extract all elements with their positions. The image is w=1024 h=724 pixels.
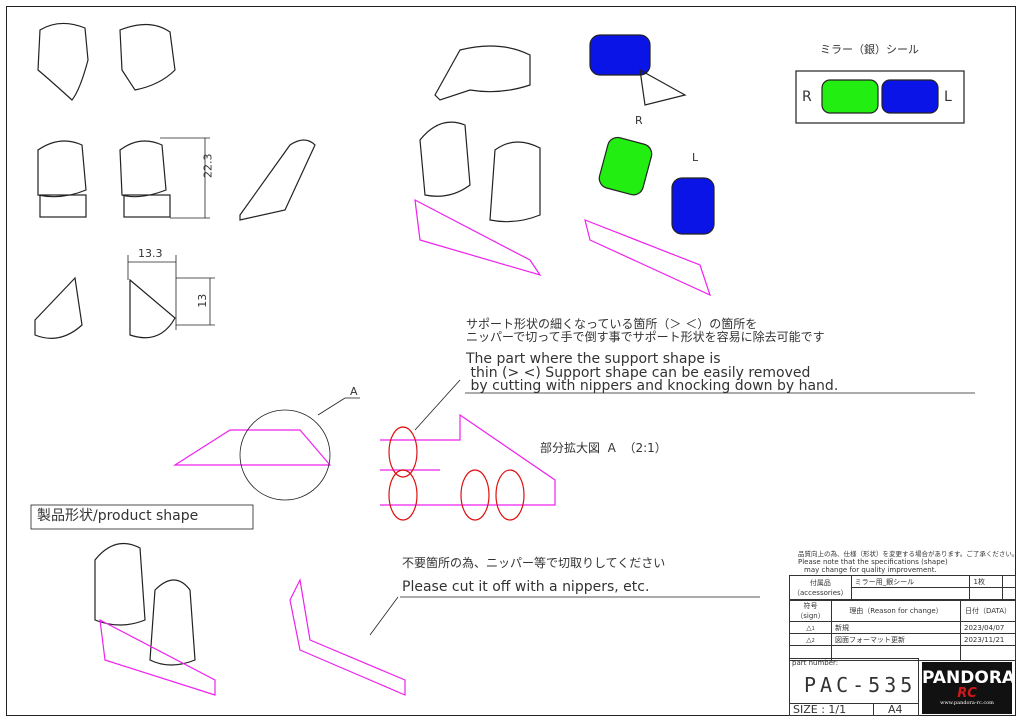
mirror-view-front-mid [37, 139, 316, 221]
product-shape-view [94, 542, 216, 696]
mirror-iso-views [414, 34, 715, 297]
dimension-width: 13.3 [138, 247, 163, 260]
note-cut-jp: 不要箇所の為、ニッパー等で切取りしてください [402, 556, 666, 570]
view-label-l: L [692, 151, 699, 164]
revision-table: 符号（sign） 理由（Reason for change） 日付（DATA） … [789, 600, 1016, 661]
sticker-left-swatch [881, 79, 939, 114]
sticker-right-swatch [821, 79, 879, 114]
note-support-en-2: thin (> <) Support shape can be easily r… [466, 365, 811, 381]
mirror-view-front-top [37, 22, 176, 101]
cut-point-ellipses [388, 426, 525, 521]
revision-row: △2 図面フォーマット更新 2023/11/21 [789, 633, 1016, 646]
note-support-en-1: The part where the support shape is [466, 351, 721, 367]
dimension-depth: 13 [196, 293, 210, 308]
notice-en-1: Please note that the specifications (sha… [798, 558, 948, 566]
sticker-legend-title: ミラー（銀）シール [820, 43, 919, 56]
part-number-label: part number: [792, 659, 839, 667]
product-shape-label-box [30, 504, 254, 530]
detail-label: 部分拡大図 A （2:1） [540, 441, 667, 455]
revision-date: 2023/04/07 [960, 621, 1016, 634]
product-shape-label: 製品形状/product shape [37, 508, 199, 524]
support-cutoff-view [289, 578, 406, 696]
size-label: SIZE : 1/1 [793, 703, 847, 716]
support-detail-small [172, 429, 332, 466]
accessory-qty: 1枚 [969, 575, 1004, 588]
part-number: PAC-535 [804, 673, 917, 697]
note-support-jp-2: ニッパーで切って手で倒す事でサポート形状を容易に除去可能です [466, 330, 825, 344]
view-label-r: R [635, 114, 643, 127]
support-detail-enlarged [380, 413, 556, 506]
sign-header: 符号（sign） [789, 600, 832, 622]
detail-circle-a [239, 409, 331, 501]
sheet-border [6, 6, 1016, 716]
mirror-view-bottom [34, 276, 176, 339]
revision-sign: △2 [789, 633, 832, 646]
accessories-label: 付属品（accessories） [789, 575, 852, 600]
revision-row: △1 新規 2023/04/07 [789, 621, 1016, 634]
note-support-jp-1: サポート形状の細くなっている箇所（＞ ＜）の箇所を [466, 317, 758, 331]
paper-size: A4 [888, 703, 903, 716]
date-header: 日付（DATA） [960, 600, 1016, 622]
notice-en-2: may change for quality improvement. [804, 566, 937, 574]
sticker-legend-box [795, 70, 965, 124]
detail-callout: A [350, 385, 358, 398]
sticker-left-label: L [944, 89, 952, 105]
note-support-en-3: by cutting with nippers and knocking dow… [466, 378, 839, 394]
pandora-rc-logo: PANDORA RC www.pandora-rc.com [922, 662, 1015, 714]
revision-reason: 図面フォーマット更新 [831, 633, 961, 646]
sticker-right-label: R [802, 89, 812, 105]
revision-reason: 新規 [831, 621, 961, 634]
accessories-table: 付属品（accessories） ミラー用_銀シール 1枚 [789, 575, 1016, 600]
reason-header: 理由（Reason for change） [831, 600, 961, 622]
dimension-lines [127, 137, 215, 330]
notice-jp: 品質向上の為、仕様（形状）を変更する場合があります。ご了承ください。 [798, 550, 1019, 558]
note-cut-en: Please cut it off with a nippers, etc. [402, 579, 650, 595]
dimension-height: 22.3 [201, 153, 215, 179]
part-number-box [789, 658, 919, 716]
revision-date: 2023/11/21 [960, 633, 1016, 646]
accessory-item: ミラー用_銀シール [850, 575, 971, 588]
revision-sign: △1 [789, 621, 832, 634]
